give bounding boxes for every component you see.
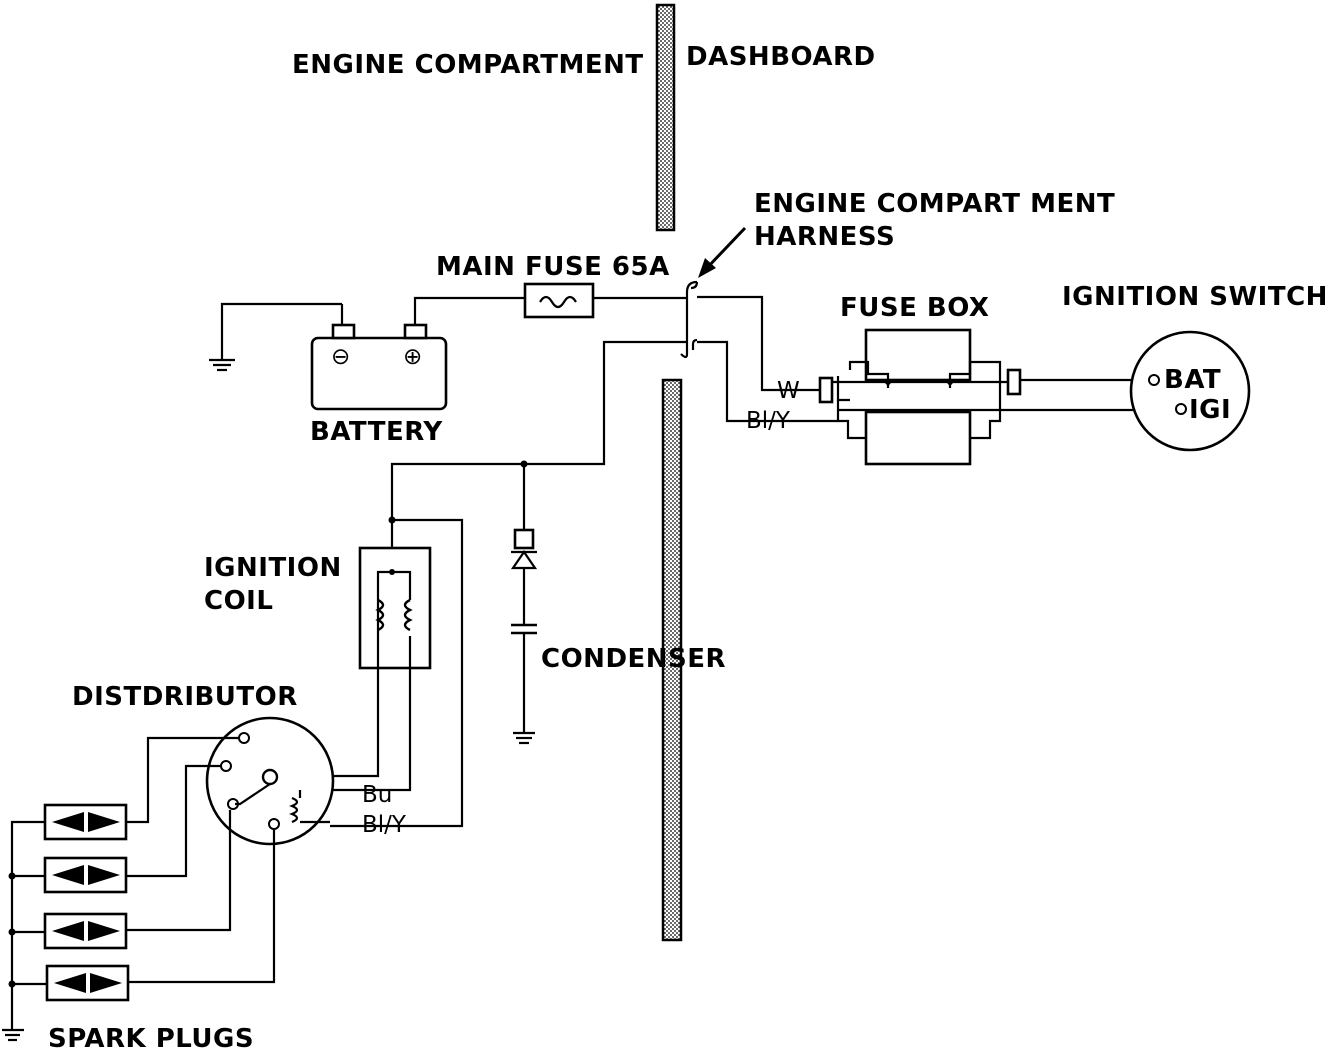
blue-wire-label: Bu <box>362 782 392 808</box>
spark-plugs-label: SPARK PLUGS <box>48 1024 254 1052</box>
battery-positive-icon: ⊕ <box>403 344 422 370</box>
ignition-coil <box>358 546 432 670</box>
spark-plugs <box>43 803 130 1002</box>
black-yellow-wire-label-bottom: Bl/Y <box>362 812 407 838</box>
black-yellow-wire-label-top: Bl/Y <box>746 408 791 434</box>
battery-label: BATTERY <box>310 417 443 447</box>
ignition-coil-label-line1: IGNITION <box>204 553 342 583</box>
bat-terminal-label: BAT <box>1164 365 1221 395</box>
condenser-label: CONDENSER <box>541 644 726 674</box>
harness-arrow <box>698 226 747 278</box>
plug-wire-3 <box>126 810 232 932</box>
fuse-box-label: FUSE BOX <box>840 293 989 323</box>
plug-wire-1 <box>126 736 239 824</box>
igi-terminal-label: IGI <box>1189 395 1231 425</box>
spark-plug-4 <box>45 964 130 1002</box>
battery: ⊖ ⊕ <box>310 304 448 411</box>
distributor <box>205 716 335 846</box>
harness-connector <box>680 280 699 359</box>
dashboard-label: DASHBOARD <box>686 42 876 72</box>
distributor-bly-wire <box>330 518 464 828</box>
black-yellow-wire <box>697 340 838 423</box>
white-wire-label: W <box>777 378 800 404</box>
firewall-lower <box>661 378 683 942</box>
plug-wire-4 <box>128 829 276 984</box>
ignition-switch: BAT IGI <box>1129 330 1251 452</box>
ignition-switch-label: IGNITION SWITCH <box>1062 282 1328 312</box>
coil-feed-wire <box>390 340 687 555</box>
battery-ground-icon <box>209 302 342 372</box>
harness-label-line2: HARNESS <box>754 222 895 252</box>
spark-plug-2 <box>43 856 128 894</box>
white-wire <box>697 295 820 392</box>
battery-negative-icon: ⊖ <box>331 344 350 370</box>
battery-positive-wire <box>413 296 525 325</box>
main-fuse <box>523 282 595 319</box>
spark-plug-3 <box>43 912 128 950</box>
distributor-label: DISTDRIBUTOR <box>72 682 298 712</box>
blue-wire <box>300 668 412 792</box>
harness-label-line1: ENGINE COMPART MENT <box>754 189 1115 219</box>
ignition-coil-label-line2: COIL <box>204 586 273 616</box>
engine-compartment-label: ENGINE COMPARTMENT <box>292 50 644 80</box>
fuse-box <box>818 328 1022 466</box>
firewall-upper <box>655 3 676 232</box>
spark-plug-1 <box>43 803 128 841</box>
main-fuse-label: MAIN FUSE 65A <box>436 252 670 282</box>
condenser <box>510 464 538 745</box>
plug-wire-2 <box>126 764 221 878</box>
spark-plug-ground-icon <box>2 820 47 1042</box>
firewall <box>655 3 683 942</box>
